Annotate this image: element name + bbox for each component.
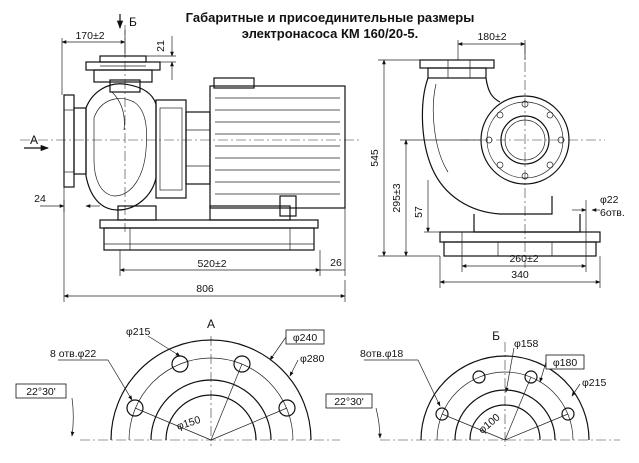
- side-flange-disc: [480, 95, 570, 185]
- view-a-d150: φ150: [175, 414, 202, 433]
- side-dim-overall-height: 545: [369, 59, 440, 257]
- view-a: А φ215 8 отв.φ22 φ240 φ280 22°30' φ150: [15, 317, 340, 446]
- side-dim-base-width: 340: [439, 256, 601, 288]
- dim-57: 57: [413, 206, 425, 218]
- discharge-flange: [85, 55, 161, 83]
- side-hole-count: 6отв.: [600, 207, 625, 219]
- base-frame: [99, 205, 319, 251]
- view-b-bore: [469, 404, 541, 441]
- view-b-d180: φ180: [553, 357, 577, 369]
- dim-right-offset: 26: [320, 208, 346, 276]
- suction-flange: [63, 94, 87, 188]
- view-b-angle: 22°30': [334, 396, 364, 408]
- section-a-label: А: [30, 133, 38, 147]
- dim-260: 260±2: [509, 253, 538, 265]
- dim-545: 545: [369, 149, 381, 167]
- dim-top-width: 170±2: [61, 30, 126, 95]
- bearing-frame: [155, 99, 211, 199]
- dim-flange-height: 21: [146, 36, 176, 80]
- side-dim-bolt-span: 260±2: [461, 253, 587, 272]
- side-dim-top-width: 180±2: [457, 31, 526, 60]
- pump-volute: [85, 79, 157, 211]
- view-a-bore: [165, 394, 257, 441]
- view-a-d240: φ240: [293, 332, 317, 344]
- side-discharge-flange: [419, 59, 495, 79]
- dim-26: 26: [330, 257, 342, 269]
- side-hole-callout: φ22 6отв.: [572, 194, 625, 232]
- view-a-outer-flange: [110, 339, 312, 441]
- side-hole-dia: φ22: [600, 194, 619, 206]
- view-b-title: Б: [492, 329, 500, 343]
- dim-overall-length: 806: [63, 200, 346, 302]
- view-a-bolt-holes: [126, 355, 296, 417]
- dim-520: 520±2: [197, 258, 226, 270]
- dim-806: 806: [196, 283, 214, 295]
- view-a-raised-face: [150, 379, 272, 441]
- side-view: 180±2 545 295±3 57 260±2: [369, 31, 625, 288]
- dim-170: 170±2: [75, 30, 104, 42]
- dim-295: 295±3: [391, 183, 403, 212]
- view-b-holes: 8отв.φ18: [360, 348, 403, 360]
- view-b-outer-flange: [420, 355, 590, 441]
- view-a-title: А: [207, 317, 215, 331]
- side-base: [439, 214, 601, 257]
- side-volute: [421, 77, 553, 215]
- title-line-2: электронасоса КМ 160/20-5.: [242, 26, 419, 41]
- title-line-1: Габаритные и присоединительные размеры: [186, 10, 475, 25]
- dim-180: 180±2: [477, 31, 506, 43]
- section-marker-b: Б: [116, 14, 137, 30]
- drawing-title: Габаритные и присоединительные размеры э…: [186, 10, 475, 41]
- dim-340: 340: [511, 269, 529, 281]
- section-marker-a: А: [24, 133, 50, 152]
- view-a-bolt-circle: [128, 357, 294, 441]
- view-a-d215: φ215: [126, 326, 150, 338]
- dim-base-span: 520±2: [119, 250, 321, 276]
- view-a-d280: φ280: [300, 353, 324, 365]
- side-dim-foot-height: 57: [413, 180, 440, 233]
- dim-24: 24: [34, 193, 46, 205]
- view-b-d158: φ158: [514, 338, 538, 350]
- section-b-label: Б: [129, 15, 137, 29]
- view-a-angle: 22°30': [26, 386, 56, 398]
- view-b-d215: φ215: [582, 377, 606, 389]
- view-b-bolt-circle: [436, 371, 574, 441]
- side-dim-axis-height: 295±3: [391, 139, 480, 257]
- front-view: 170±2 21 Б А 24: [20, 14, 360, 302]
- dim-21: 21: [155, 40, 167, 52]
- view-b-bolt-holes: [435, 370, 575, 421]
- electric-motor: [209, 77, 346, 217]
- view-b: Б 8отв.φ18 φ158 φ180 φ215 22°30' φ100: [325, 329, 620, 446]
- view-a-holes: 8 отв.φ22: [50, 348, 96, 360]
